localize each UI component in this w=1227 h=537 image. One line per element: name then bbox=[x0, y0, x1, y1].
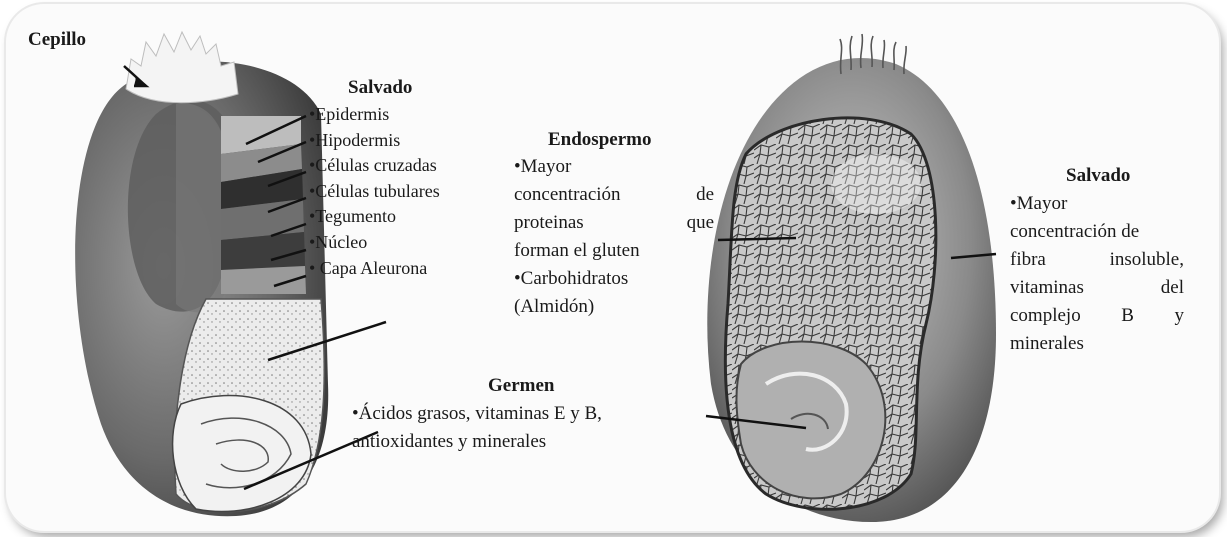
endospermo-line: •Carbohidratos bbox=[514, 265, 714, 293]
salvado-layer-item: •Epidermis bbox=[309, 102, 440, 128]
salvado-layer-item: •Núcleo bbox=[309, 230, 440, 256]
left-kernel bbox=[75, 32, 328, 516]
salvado-layer-item: • Capa Aleurona bbox=[309, 256, 440, 282]
endospermo-line: forman el gluten bbox=[514, 237, 714, 265]
salvado-layer-item: •Hipodermis bbox=[309, 128, 440, 154]
salvado-layer-item: •Células cruzadas bbox=[309, 153, 440, 179]
salvado-right-title: Salvado bbox=[1066, 164, 1130, 188]
endospermo-title: Endospermo bbox=[548, 128, 651, 152]
endospermo-line: •Mayor bbox=[514, 153, 714, 181]
salvado-layer-item: •Tegumento bbox=[309, 204, 440, 230]
salvado-left-title: Salvado bbox=[348, 76, 412, 100]
salvado-right-line: minerales bbox=[1010, 330, 1184, 358]
germen-title: Germen bbox=[488, 374, 554, 398]
cepillo-label: Cepillo bbox=[28, 28, 86, 52]
salvado-right-line: concentración de bbox=[1010, 218, 1184, 246]
salvado-left-list: •Epidermis •Hipodermis •Células cruzadas… bbox=[309, 102, 440, 281]
diagram-frame: Cepillo Salvado •Epidermis •Hipodermis •… bbox=[6, 4, 1219, 531]
right-kernel bbox=[707, 34, 996, 522]
endospermo-line: (Almidón) bbox=[514, 293, 714, 321]
germen-text: •Ácidos grasos, vitaminas E y B, antioxi… bbox=[352, 400, 602, 456]
germen-line: antioxidantes y minerales bbox=[352, 428, 602, 456]
germen-line: •Ácidos grasos, vitaminas E y B, bbox=[352, 400, 602, 428]
salvado-right-line: •Mayor bbox=[1010, 190, 1184, 218]
salvado-layer-item: •Células tubulares bbox=[309, 179, 440, 205]
